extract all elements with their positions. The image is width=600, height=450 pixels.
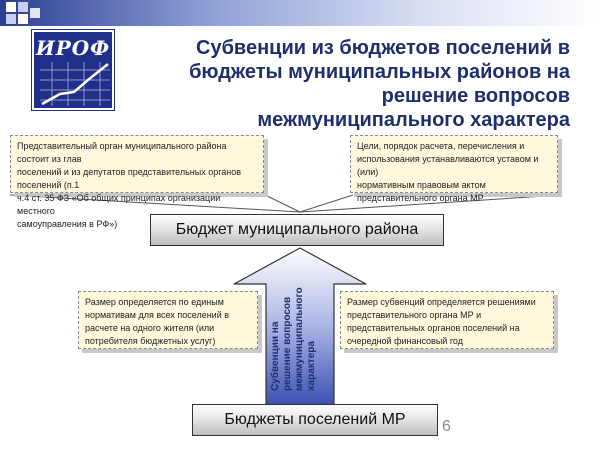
note-goals-procedure: Цели, порядок расчета, перечисления и ис… [350,135,558,203]
slide-title: Субвенции из бюджетов поселений в бюджет… [189,37,570,131]
decor-square [6,2,16,12]
decor-square [30,8,40,18]
note-uniform-standards: Размер определяется по единым нормативам… [78,291,258,349]
growth-chart-icon [40,62,110,106]
decor-square [6,14,16,24]
logo: ИРОФ [32,30,114,110]
header-band [0,0,600,26]
note-subvention-size: Размер субвенций определяется решениями … [340,291,554,349]
district-budget-box: Бюджет муниципального района [150,214,444,246]
decor-square [18,14,28,24]
settlement-budgets-box: Бюджеты поселений МР [192,404,438,436]
logo-text: ИРОФ [35,36,111,60]
note-council-composition: Представительный орган муниципального ра… [10,135,264,229]
arrow-label: Субвенции на решение вопросов межмуницип… [270,287,317,391]
slide-number: 6 [442,418,451,435]
decor-square [18,2,28,12]
